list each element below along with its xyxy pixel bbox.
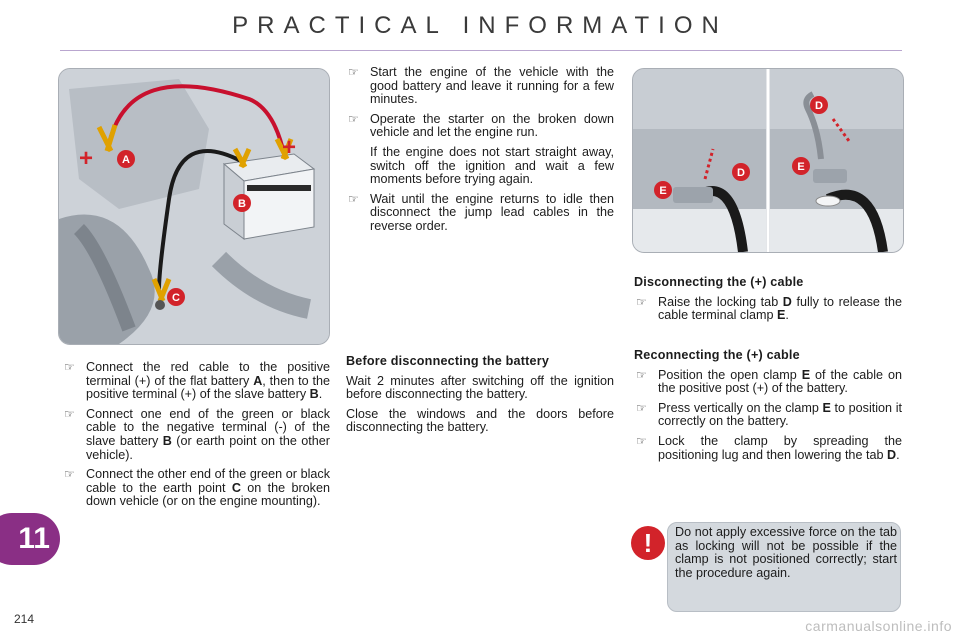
section-heading: Before disconnecting the battery <box>346 354 550 368</box>
pointing-finger-icon: ☞ <box>64 406 75 421</box>
pointing-finger-icon: ☞ <box>636 400 647 415</box>
label-e-right: E <box>797 161 804 173</box>
label-e-left: E <box>659 185 666 197</box>
list-item: ☞ Lock the clamp by spreading the positi… <box>636 433 902 462</box>
exclamation-icon: ! <box>631 526 665 560</box>
list-item: ☞ Wait until the engine returns to idle … <box>348 191 614 233</box>
paragraph: Close the windows and the doors before d… <box>346 406 614 435</box>
paragraph: Wait 2 minutes after switching off the i… <box>346 373 614 402</box>
jump-start-illustration: + + A B C <box>58 68 330 345</box>
label-d-left: D <box>737 167 745 179</box>
label-a: A <box>122 154 130 166</box>
list-item: ☞ Connect one end of the green or black … <box>64 406 330 462</box>
list-item: ☞ Connect the red cable to the positive … <box>64 360 330 402</box>
pointing-finger-icon: ☞ <box>64 360 75 374</box>
section-heading: Reconnecting the (+) cable <box>634 348 800 362</box>
list-item: ☞ Start the engine of the vehicle with t… <box>348 65 614 107</box>
pointing-finger-icon: ☞ <box>348 65 359 79</box>
column-connect-steps: ☞ Connect the red cable to the positive … <box>62 360 330 515</box>
list-item: ☞ Operate the starter on the broken down… <box>348 111 614 140</box>
list-item: ☞ Position the open clamp E of the cable… <box>636 367 903 396</box>
page-title: PRACTICAL INFORMATION <box>232 12 728 39</box>
pointing-finger-icon: ☞ <box>636 367 647 382</box>
section-disconnecting-cable: Disconnecting the (+) cable ☞ Raise the … <box>634 275 902 329</box>
page-number: 214 <box>14 612 35 626</box>
pointing-finger-icon: ☞ <box>64 467 75 482</box>
column-start-steps: ☞ Start the engine of the vehicle with t… <box>346 65 614 240</box>
header-divider <box>60 50 902 51</box>
list-item: ☞ Press vertically on the clamp E to pos… <box>636 400 902 429</box>
section-before-disconnecting: Before disconnecting the battery Wait 2 … <box>346 354 614 441</box>
terminal-clamp-illustration: E D E D <box>632 68 904 253</box>
section-reconnecting-cable: Reconnecting the (+) cable ☞ Position th… <box>634 348 903 468</box>
section-heading: Disconnecting the (+) cable <box>634 275 804 289</box>
list-item: ☞ Raise the locking tab D fully to relea… <box>636 294 902 323</box>
pointing-finger-icon: ☞ <box>348 191 359 206</box>
continuation-text: If the engine does not start straight aw… <box>370 144 614 187</box>
plus-sign-b: + <box>282 134 296 161</box>
warning-box <box>667 522 901 612</box>
label-d-right: D <box>815 100 823 112</box>
pointing-finger-icon: ☞ <box>636 294 647 309</box>
label-b: B <box>238 198 246 210</box>
chapter-tab: 11 <box>0 513 60 565</box>
plus-sign-a: + <box>79 145 93 172</box>
list-item: ☞ Connect the other end of the green or … <box>64 467 330 509</box>
pointing-finger-icon: ☞ <box>348 111 359 126</box>
pointing-finger-icon: ☞ <box>636 433 647 448</box>
warning-text: Do not apply excessive force on the tab … <box>675 525 897 580</box>
label-c: C <box>172 292 180 304</box>
watermark: carmanualsonline.info <box>805 618 952 634</box>
